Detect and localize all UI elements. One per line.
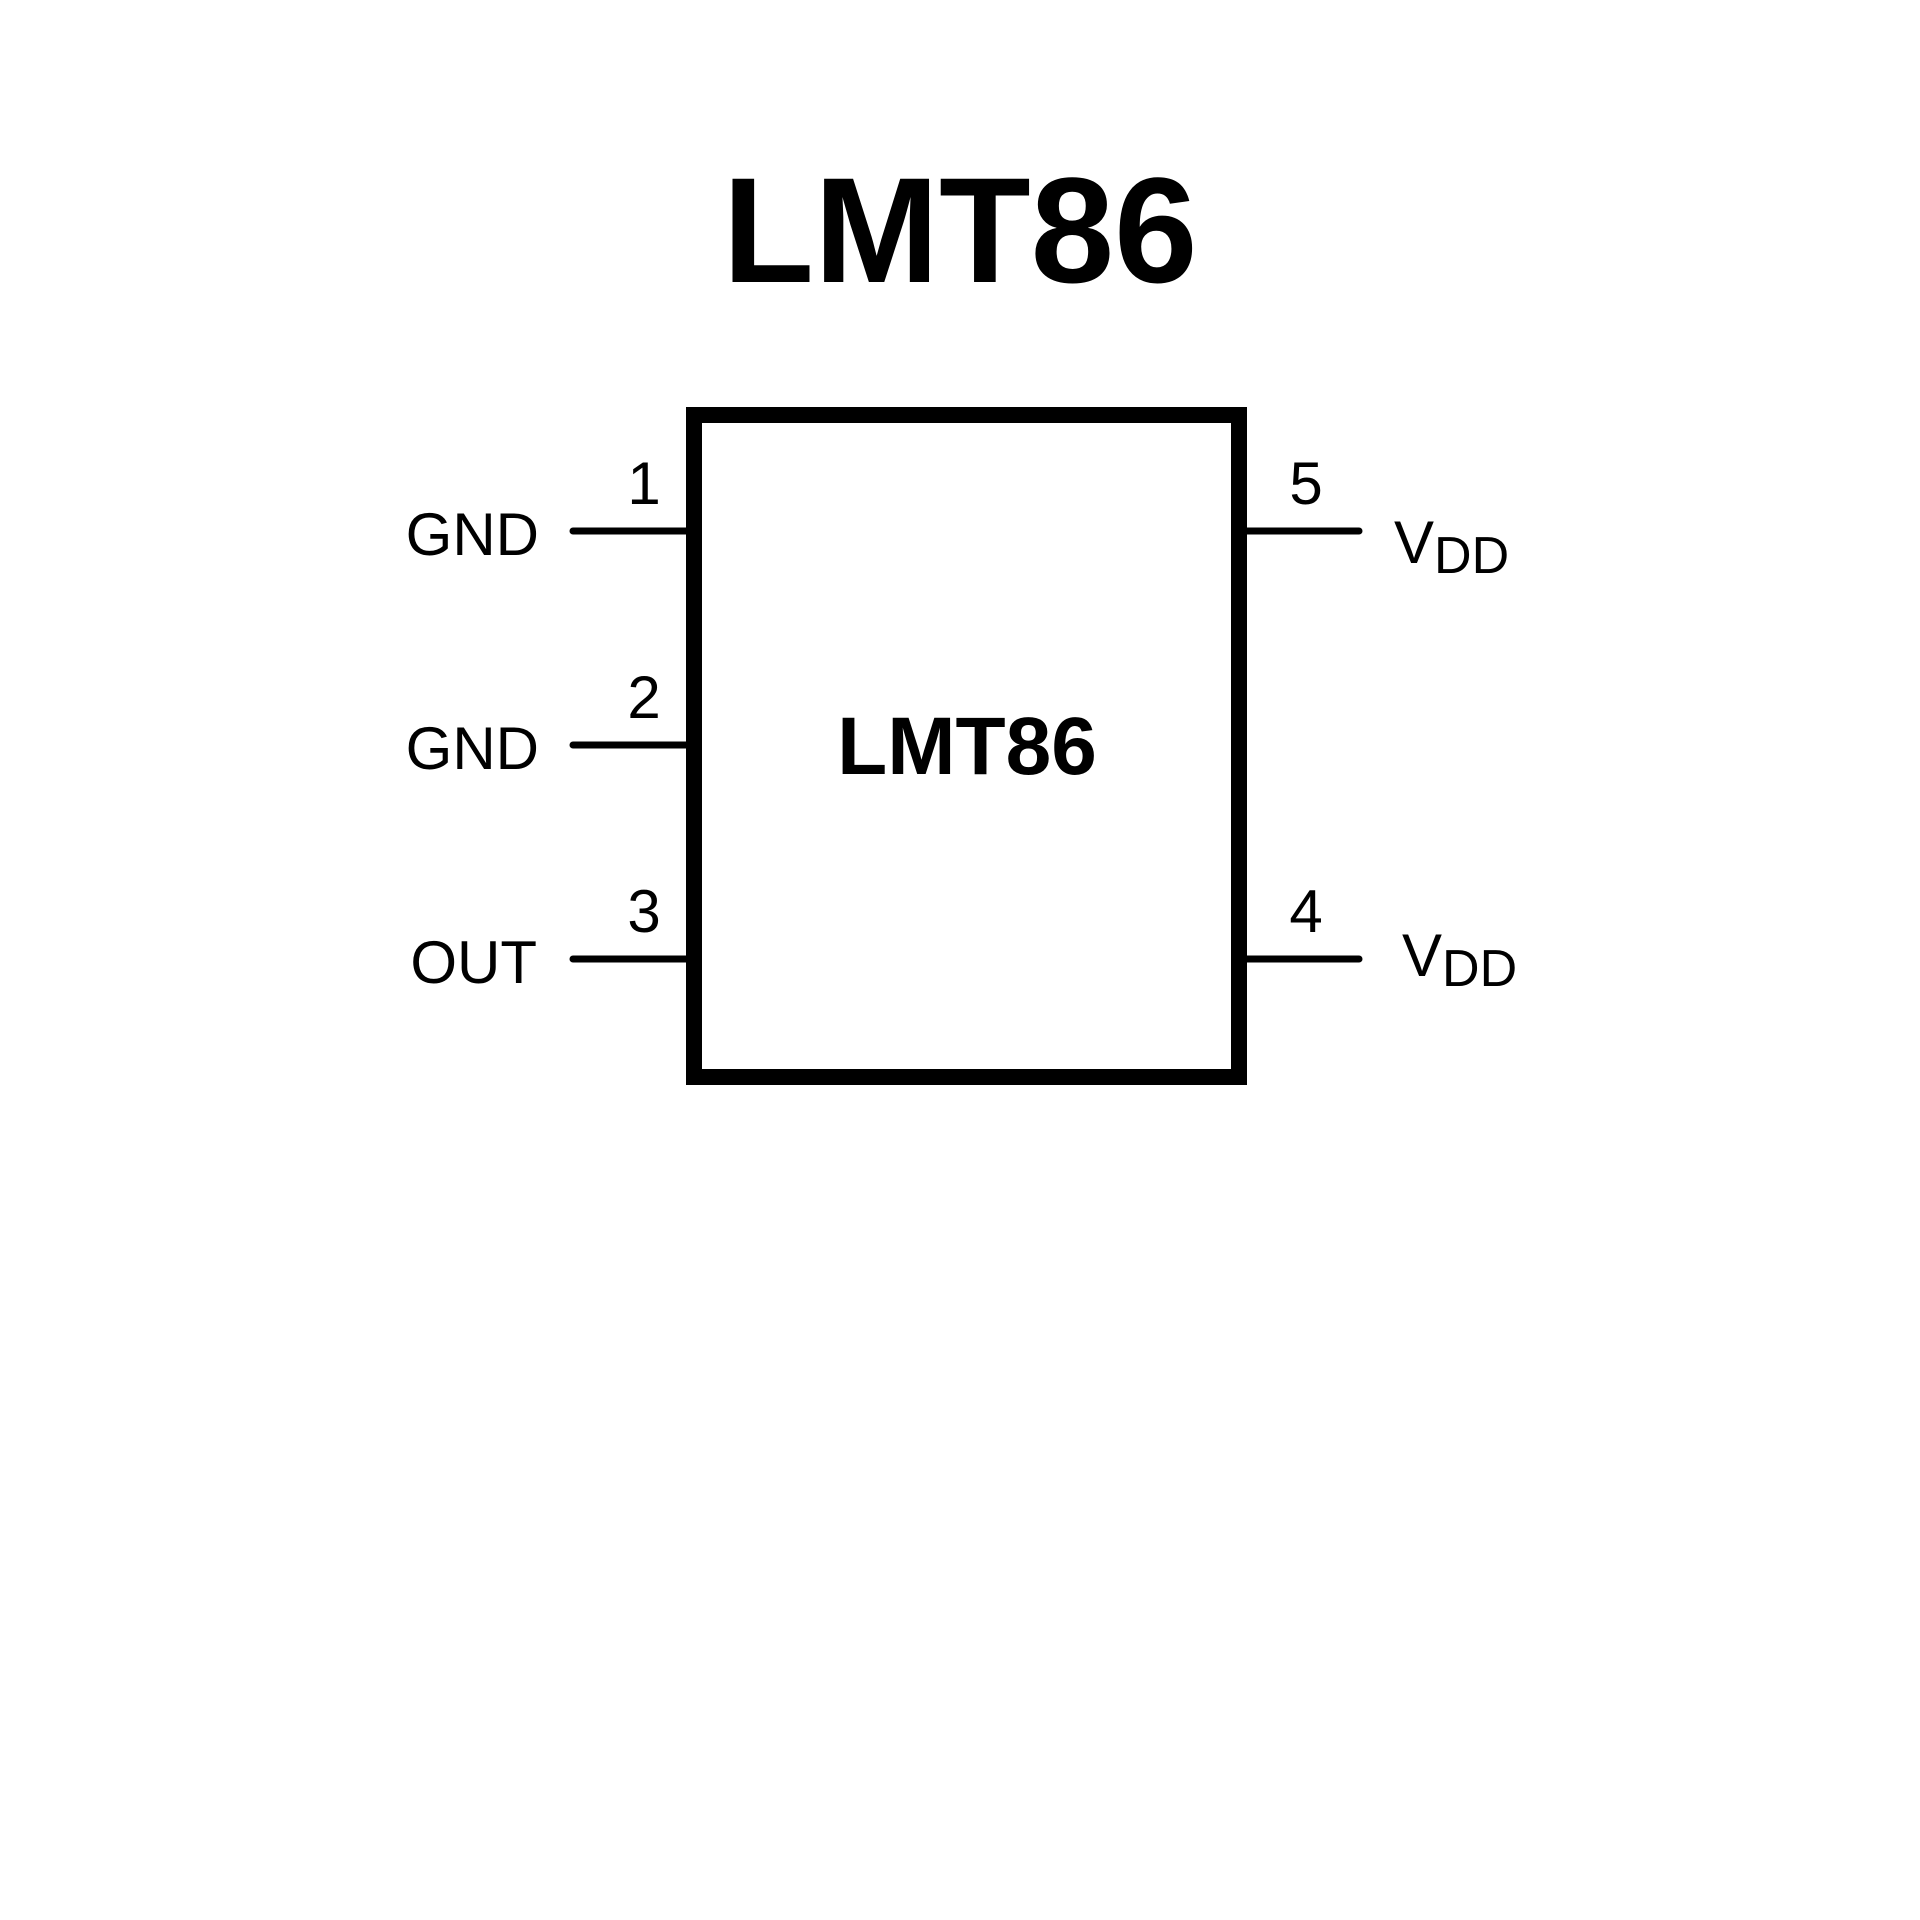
pin-4-label-sub: DD (1442, 940, 1517, 998)
pin-4-label: VDD (1402, 922, 1517, 998)
pin-5-label-main: V (1394, 509, 1434, 576)
pin-4: 4 VDD (1241, 878, 1517, 998)
pin-5-label: VDD (1394, 509, 1509, 585)
pin-2: 2 GND (406, 664, 692, 782)
pin-4-label-main: V (1402, 922, 1442, 989)
pin-3-number: 3 (627, 878, 660, 945)
pin-5-label-sub: DD (1434, 527, 1509, 585)
pin-4-number: 4 (1289, 878, 1322, 945)
chip-body (686, 407, 1247, 1085)
pin-3: 3 OUT (410, 878, 692, 996)
pin-1: 1 GND (406, 450, 692, 568)
pin-1-number: 1 (627, 450, 660, 517)
pin-5-number: 5 (1289, 450, 1322, 517)
pin-3-label: OUT (410, 929, 537, 996)
chip-label: LMT86 (837, 701, 1097, 792)
pin-1-label: GND (406, 501, 539, 568)
pin-2-number: 2 (627, 664, 660, 731)
pin-5: 5 VDD (1241, 450, 1509, 585)
diagram-title: LMT86 (722, 146, 1197, 314)
pin-2-label: GND (406, 715, 539, 782)
